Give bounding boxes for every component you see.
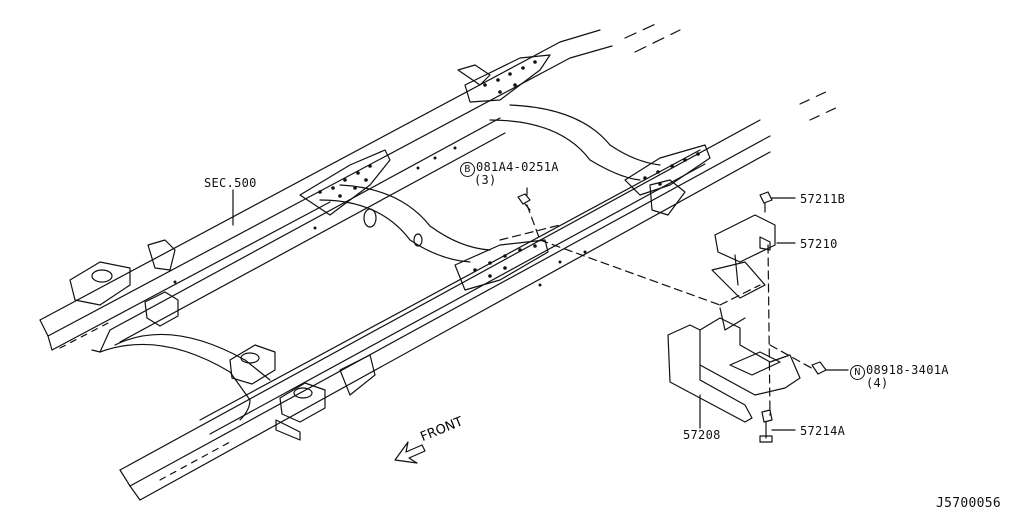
body-mount-4 (144, 291, 179, 327)
body-mount-3 (275, 382, 326, 441)
cross-member-mid (319, 184, 491, 263)
bolt-part-number: 081A4-0251A (476, 160, 559, 174)
spare-tire-carrier (667, 307, 801, 423)
bolt-57211b (759, 191, 773, 213)
nut-part-number: 08918-3401A (866, 363, 949, 377)
part-57211b-label: 57211B (800, 192, 846, 206)
bolt-circle-marker: B (460, 162, 475, 177)
hole-dots (173, 60, 700, 287)
hanger-assembly (711, 214, 776, 299)
bolt-081a4 (517, 193, 531, 211)
gusset-plate-4 (454, 239, 549, 291)
bracket-5 (147, 64, 686, 396)
part-57214a-label: 57214A (800, 424, 846, 438)
cross-member-front (489, 104, 661, 181)
bolt-57214a (759, 409, 773, 443)
part-57208-label: 57208 (683, 428, 721, 442)
nut-quantity: (4) (866, 376, 889, 390)
part-57210-label: 57210 (800, 237, 838, 251)
gusset-plate-2 (464, 54, 551, 103)
body-mount-2 (229, 344, 276, 385)
dashed-guides (499, 204, 816, 416)
gusset-plate-3 (624, 144, 711, 196)
nut-08918 (811, 361, 827, 375)
bolt-quantity: (3) (474, 173, 497, 187)
inner-rails (109, 117, 706, 435)
front-arrow-icon (394, 441, 426, 464)
gusset-plate-1 (299, 149, 391, 216)
cross-member-rear (91, 329, 271, 421)
left-side-rail (39, 21, 681, 351)
part-leaders (526, 187, 849, 431)
body-mount-1 (69, 261, 131, 306)
sec-reference-label: SEC.500 (204, 176, 257, 190)
nut-circle-marker: N (850, 365, 865, 380)
right-side-rail (119, 89, 841, 501)
diagram-id: J5700056 (936, 496, 1002, 511)
